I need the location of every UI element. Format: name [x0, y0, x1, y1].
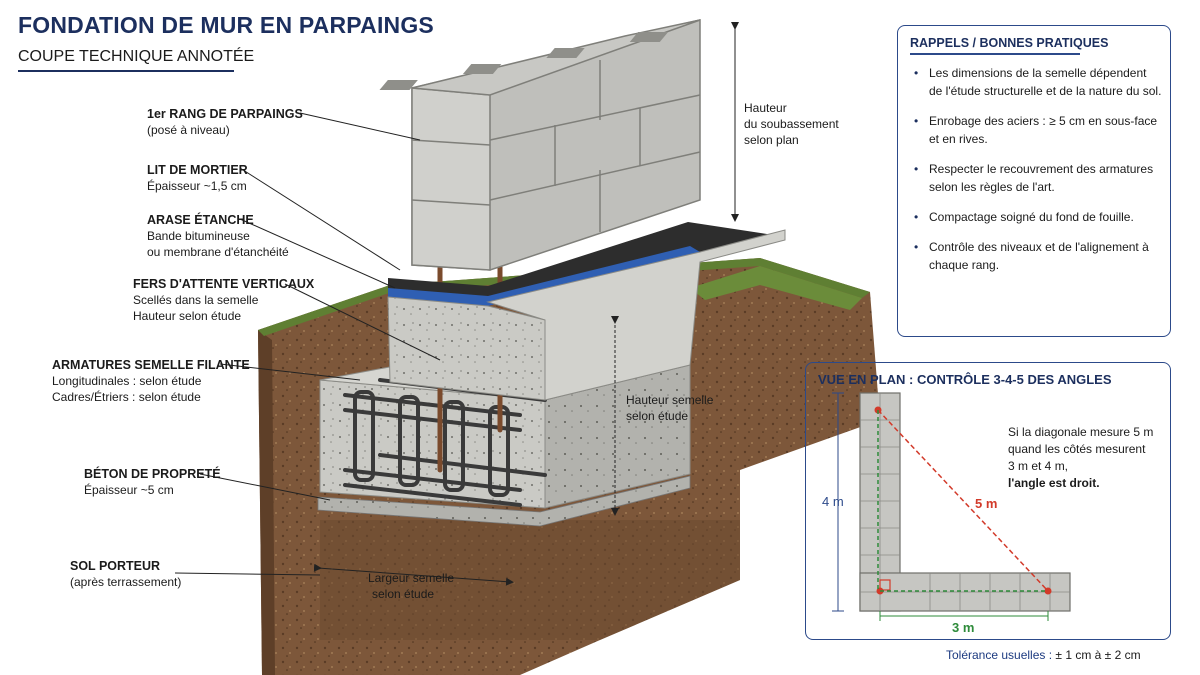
blinding-concrete: [317, 475, 691, 527]
subtitle-underline: [18, 70, 234, 72]
label-first-block-row: 1er RANG DE PARPAINGS (posé à niveau): [147, 107, 303, 137]
plan-view-note: Si la diagonale mesure 5 m quand les côt…: [1008, 425, 1154, 490]
dimension-lines: [313, 22, 739, 586]
plan-side-4m: 4 m: [822, 494, 844, 509]
block-wall: [379, 19, 701, 271]
label-footing-reinforcement: ARMATURES SEMELLE FILANTE Longitudinales…: [52, 358, 250, 404]
label-mortar-bed: LIT DE MORTIER Épaisseur ~1,5 cm: [147, 163, 248, 193]
tolerance-note: Tolérance usuelles : ± 1 cm à ± 2 cm: [946, 648, 1141, 662]
dimension-footing-width: Largeur semelle selon étude: [368, 571, 455, 601]
page-subtitle: COUPE TECHNIQUE ANNOTÉE: [18, 48, 255, 65]
tip-item: Enrobage des aciers : ≥ 5 cm en sous-fac…: [912, 112, 1162, 148]
waterproof-layer: [388, 222, 780, 306]
tip-item: Respecter le recouvrement des armatures …: [912, 160, 1162, 196]
label-leader-lines: [174, 112, 441, 576]
dimension-footing-height: Hauteur semelle selon étude: [626, 393, 714, 423]
plan-view-panel: [805, 362, 1171, 640]
tips-title: RAPPELS / BONNES PRATIQUES: [910, 36, 1109, 50]
label-damp-proof-course: ARASE ÉTANCHE Bande bitumineuse ou membr…: [147, 213, 289, 259]
label-bearing-soil: SOL PORTEUR (après terrassement): [70, 559, 182, 589]
page-title: FONDATION DE MUR EN PARPAINGS: [18, 12, 434, 38]
plan-side-3m: 3 m: [952, 620, 975, 635]
label-starter-bars: FERS D'ATTENTE VERTICAUX Scellés dans la…: [133, 277, 315, 323]
plan-diagonal-5m: 5 m: [975, 496, 998, 511]
plan-view-drawing: [832, 392, 1071, 621]
plan-view-title: VUE EN PLAN : CONTRÔLE 3-4-5 DES ANGLES: [818, 372, 1112, 387]
dimension-wall-height: Hauteur du soubassement selon plan: [744, 101, 839, 147]
tip-item: Contrôle des niveaux et de l'alignement …: [912, 238, 1162, 274]
tips-title-underline: [910, 53, 1080, 55]
tip-item: Les dimensions de la semelle dépendent d…: [912, 64, 1162, 100]
tips-list: Les dimensions de la semelle dépendent d…: [912, 64, 1162, 286]
tip-item: Compactage soigné du fond de fouille.: [912, 208, 1162, 226]
label-blinding-concrete: BÉTON DE PROPRETÉ Épaisseur ~5 cm: [84, 467, 221, 497]
footing-top: [387, 229, 786, 401]
